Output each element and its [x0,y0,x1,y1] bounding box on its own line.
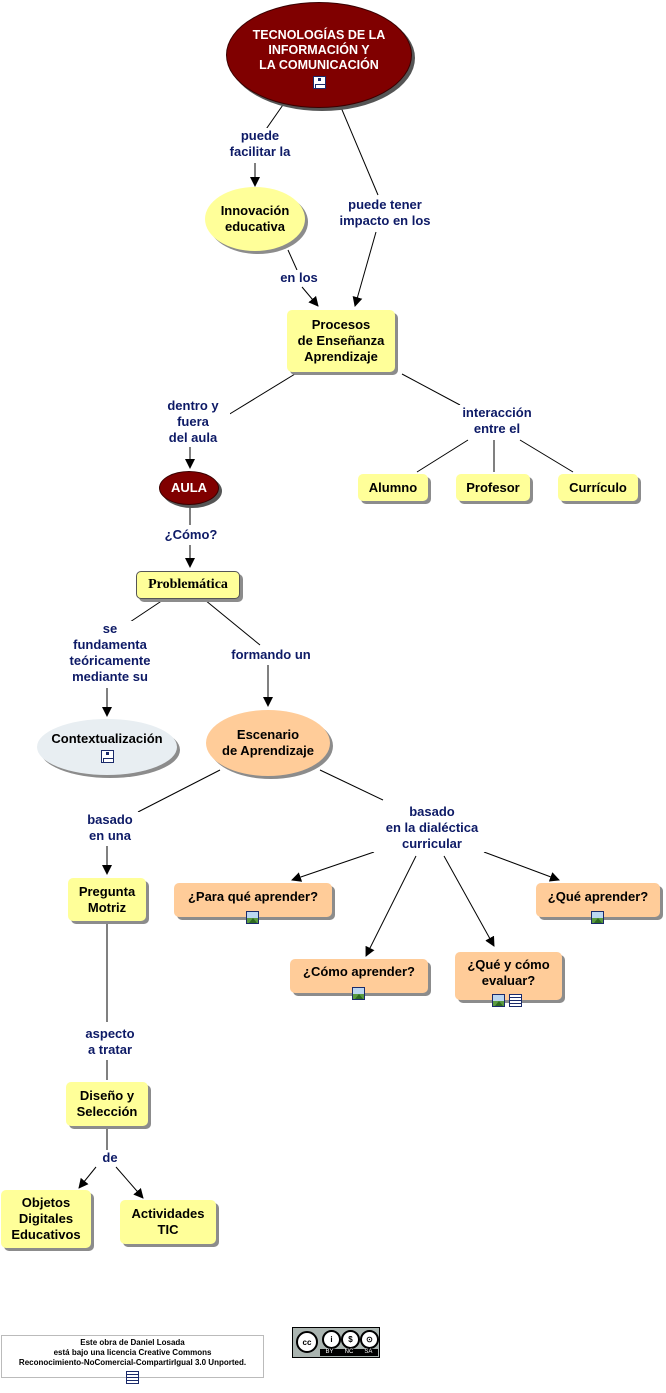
link-basado-dialectica: basado en la dialéctica curricular [372,804,492,852]
edge-problematica-fundamenta [129,599,164,623]
node-escenario[interactable]: Escenario de Aprendizaje [206,710,330,776]
link-basado-en-una: basado en una [76,812,144,844]
node-para-que-label: ¿Para qué aprender? [187,889,319,904]
node-pregunta-label: Pregunta Motriz [78,883,136,915]
edge-dialectica-paraque [291,851,375,882]
node-curriculo-label: Currículo [569,479,627,495]
license-text: Este obra de Daniel Losada está bajo una… [18,1338,247,1367]
node-que-como-evaluar[interactable]: ¿Qué y cómo evaluar? [455,952,562,1000]
image-icon[interactable] [352,987,365,1000]
concept-map-icon[interactable] [312,75,326,89]
node-aula-label: AULA [170,480,208,495]
node-objetos-label: Objetos Digitales Educativos [11,1195,81,1242]
cc-badge[interactable]: cc i $ ⊙ BY NC SA [292,1327,380,1358]
edge-dialectica-queaprender [483,851,560,882]
cc-logo-icon: cc [296,1331,318,1353]
link-se-fundamenta: se fundamenta teóricamente mediante su [58,621,162,685]
edge-interaccion-alumno [416,439,469,473]
node-que-aprender-label: ¿Qué aprender? [547,889,649,904]
node-innovacion[interactable]: Innovación educativa [205,187,305,251]
node-evaluar-label: ¿Qué y cómo evaluar? [467,957,550,988]
link-formando-un: formando un [220,647,322,663]
node-profesor[interactable]: Profesor [456,474,530,501]
node-objetos-digitales[interactable]: Objetos Digitales Educativos [1,1190,91,1248]
link-en-los: en los [272,270,326,286]
link-puede-facilitar: puede facilitar la [218,128,302,160]
cc-nc-label: NC [344,1349,354,1355]
edge-de-actividades [115,1166,144,1199]
node-como-aprender-label: ¿Cómo aprender? [303,964,415,979]
edge-interaccion-curriculo [519,439,574,473]
image-icon[interactable] [591,911,604,924]
edge-problematica-formando [204,599,261,646]
edge-dialectica-comoaprender [365,855,417,957]
node-alumno-label: Alumno [368,479,418,495]
document-icon[interactable] [509,994,522,1007]
node-alumno[interactable]: Alumno [358,474,428,501]
edge-de-objetos [78,1166,97,1189]
cc-by-label: BY [325,1349,334,1355]
concept-map-icon[interactable] [100,750,114,763]
node-problematica[interactable]: Problemática [136,571,240,599]
link-aspecto-a-tratar: aspecto a tratar [74,1026,146,1058]
edge-impacto-procesos [352,231,377,307]
image-icon[interactable] [492,994,505,1007]
node-tic-label: TECNOLOGÍAS DE LA INFORMACIÓN Y LA COMUN… [252,27,386,72]
node-diseno-seleccion[interactable]: Diseño y Selección [66,1082,148,1126]
document-icon[interactable] [126,1371,139,1384]
edge-escenario-dialectica [319,769,384,801]
node-profesor-label: Profesor [466,479,520,495]
cc-badge-labels: BY NC SA [320,1349,378,1356]
edge-innovacion-enlos [287,249,298,271]
node-curriculo[interactable]: Currículo [558,474,638,501]
link-como: ¿Cómo? [156,527,226,543]
edge-procesos-dentro [227,373,296,416]
node-contextualizacion[interactable]: Contextualización [37,719,177,775]
node-diseno-label: Diseño y Selección [76,1088,138,1119]
edge-enlos-procesos [301,286,319,307]
edge-procesos-interaccion [401,373,461,406]
node-tic[interactable]: TECNOLOGÍAS DE LA INFORMACIÓN Y LA COMUN… [226,2,412,108]
link-dentro-fuera: dentro y fuera del aula [156,398,230,446]
nc-icon: $ [341,1330,360,1349]
node-problematica-label: Problemática [148,577,228,592]
node-actividades-label: Actividades TIC [131,1206,205,1237]
license-box: Este obra de Daniel Losada está bajo una… [1,1335,264,1384]
node-escenario-label: Escenario de Aprendizaje [222,727,314,758]
link-puede-tener-impacto: puede tener impacto en los [330,197,440,229]
node-contextualizacion-label: Contextualización [51,731,163,746]
edge-dialectica-evaluar [443,855,495,947]
node-innovacion-label: Innovación educativa [220,203,290,234]
cc-sa-label: SA [364,1349,373,1355]
node-actividades-tic[interactable]: Actividades TIC [120,1200,216,1244]
node-aula[interactable]: AULA [159,471,219,505]
node-pregunta-motriz[interactable]: Pregunta Motriz [68,878,146,921]
image-icon[interactable] [246,911,259,924]
node-procesos-label: Procesos de Enseñanza Aprendizaje [297,317,385,364]
edge-escenario-basado [137,769,221,813]
link-interaccion: interacción entre el [450,405,544,437]
sa-icon: ⊙ [360,1330,379,1349]
edge-tic-impacto [339,104,379,196]
link-de: de [92,1150,128,1166]
by-icon: i [322,1330,341,1349]
node-para-que-aprender[interactable]: ¿Para qué aprender? [174,883,332,917]
node-procesos[interactable]: Procesos de Enseñanza Aprendizaje [287,310,395,372]
